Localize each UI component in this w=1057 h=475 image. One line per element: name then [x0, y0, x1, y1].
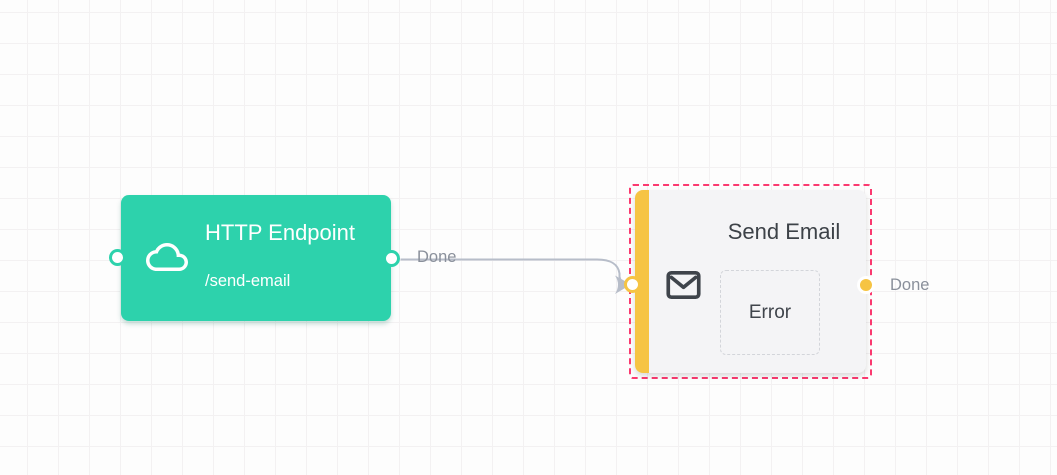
- node-title: HTTP Endpoint: [205, 220, 356, 245]
- node-title: Send Email: [727, 219, 841, 244]
- error-drop-slot[interactable]: Error: [720, 270, 820, 355]
- node-accent-bar: [635, 190, 649, 373]
- output-port-http-endpoint[interactable]: [383, 250, 400, 267]
- email-icon: [665, 269, 702, 301]
- cloud-icon: [146, 239, 188, 275]
- connection-label: Done: [417, 248, 457, 266]
- input-port-http-endpoint[interactable]: [109, 249, 126, 266]
- output-port-label: Done: [890, 276, 930, 294]
- error-slot-label: Error: [748, 301, 792, 323]
- node-subtitle: /send-email: [205, 272, 291, 290]
- input-port-send-email[interactable]: [624, 276, 641, 293]
- output-port-send-email[interactable]: [857, 276, 875, 294]
- node-send-email[interactable]: Send Email Error: [635, 190, 866, 373]
- node-http-endpoint[interactable]: HTTP Endpoint /send-email: [121, 195, 391, 321]
